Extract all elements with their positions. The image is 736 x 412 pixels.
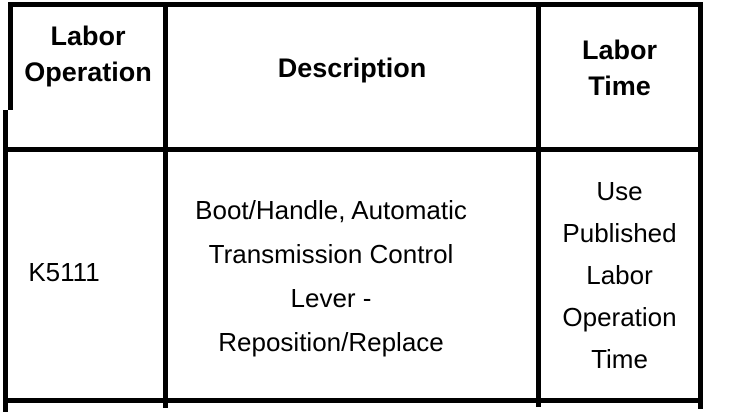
table-border-left-upper <box>8 2 13 110</box>
cell-labor-operation-code: K5111 <box>28 257 100 287</box>
column-divider-1 <box>163 2 168 408</box>
table-border-top <box>8 2 703 7</box>
header-row-divider <box>3 147 703 152</box>
column-header-description: Description <box>277 53 427 83</box>
data-row-bottom-divider <box>3 398 703 403</box>
column-divider-2 <box>536 2 541 407</box>
table-border-right <box>698 2 703 409</box>
table-border-left-lower <box>3 110 8 412</box>
